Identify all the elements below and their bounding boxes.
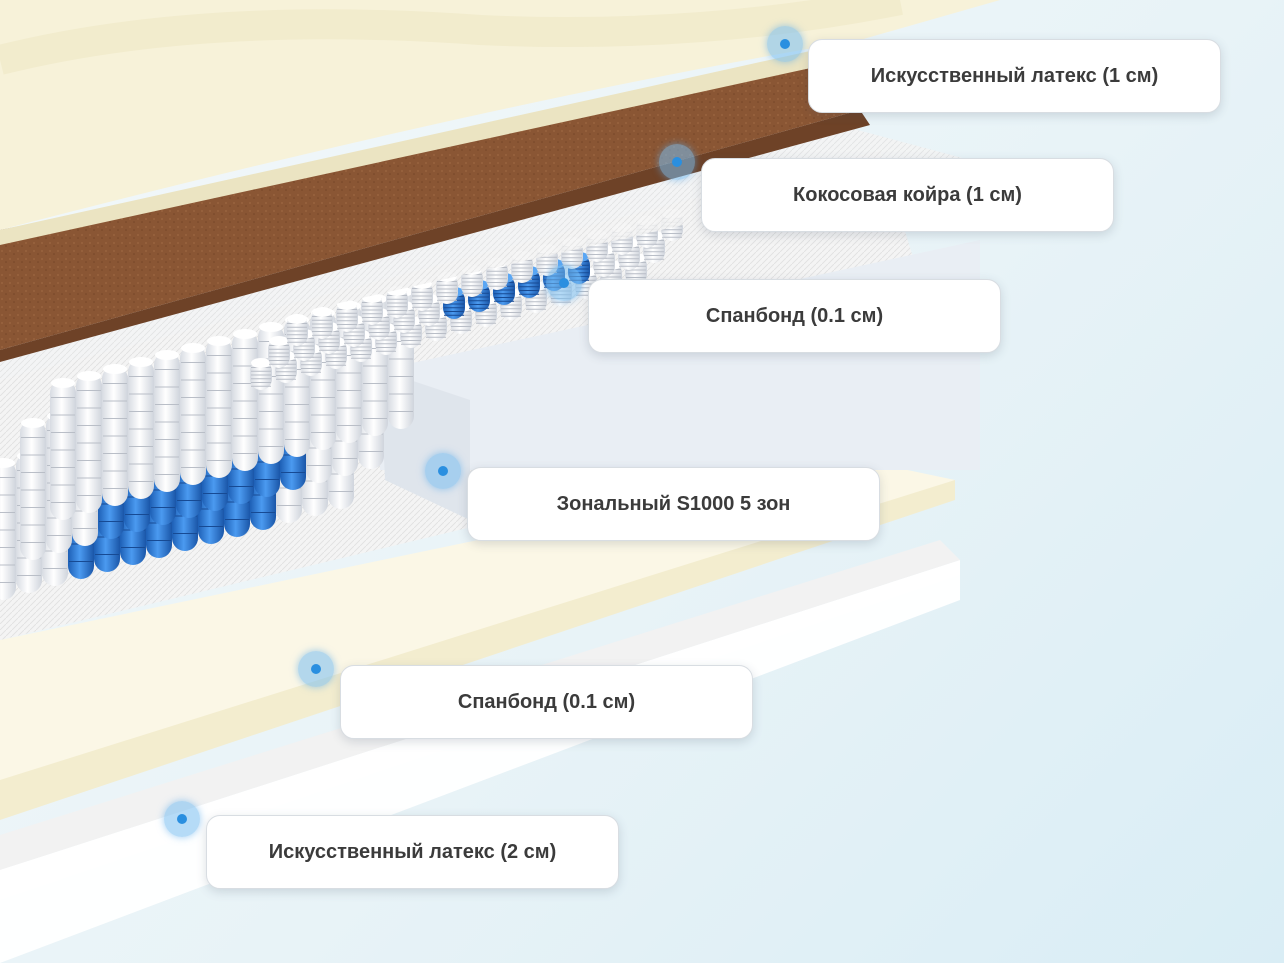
layer-3-callout: Спанбонд (0.1 см) xyxy=(588,279,1001,353)
spring-white xyxy=(206,336,232,478)
layer-4-label: Зональный S1000 5 зон xyxy=(556,492,791,515)
layer-5-label: Спанбонд (0.1 см) xyxy=(457,690,636,713)
spring-white xyxy=(154,350,180,492)
layer-3-label: Спанбонд (0.1 см) xyxy=(705,304,884,327)
layer-4-marker xyxy=(425,453,461,489)
layer-2-marker xyxy=(659,144,695,180)
layer-4-callout: Зональный S1000 5 зон xyxy=(467,467,880,541)
layer-2-label: Кокосовая койра (1 см) xyxy=(793,183,1022,206)
spring-white xyxy=(76,371,102,513)
spring-white xyxy=(268,336,290,368)
layer-6-marker xyxy=(164,801,200,837)
top-latex-layer xyxy=(0,0,1000,245)
spring-white xyxy=(0,458,16,600)
layer-6-callout: Искусственный латекс (2 см) xyxy=(206,815,619,889)
layer-5-marker xyxy=(298,651,334,687)
layer-2-callout: Кокосовая койра (1 см) xyxy=(701,158,1114,232)
spring-white xyxy=(20,418,46,560)
layer-1-marker xyxy=(767,26,803,62)
spring-white xyxy=(311,307,333,339)
pocket-springs xyxy=(0,209,683,600)
spring-white xyxy=(128,357,154,499)
spring-white xyxy=(286,314,308,346)
spring-white xyxy=(336,300,358,332)
spring-white xyxy=(50,378,76,520)
spring-white xyxy=(232,329,258,471)
layer-1-callout: Искусственный латекс (1 см) xyxy=(808,39,1221,113)
spring-white xyxy=(250,358,272,390)
layer-5-callout: Спанбонд (0.1 см) xyxy=(340,665,753,739)
layer-6-label: Искусственный латекс (2 см) xyxy=(268,840,557,863)
coir-layer xyxy=(0,60,870,362)
bottom-spunbond-layer xyxy=(0,460,955,820)
layer-1-label: Искусственный латекс (1 см) xyxy=(870,64,1159,87)
spring-white xyxy=(361,293,383,325)
layer-3-marker xyxy=(546,265,582,301)
spring-white xyxy=(180,343,206,485)
spring-white xyxy=(102,364,128,506)
